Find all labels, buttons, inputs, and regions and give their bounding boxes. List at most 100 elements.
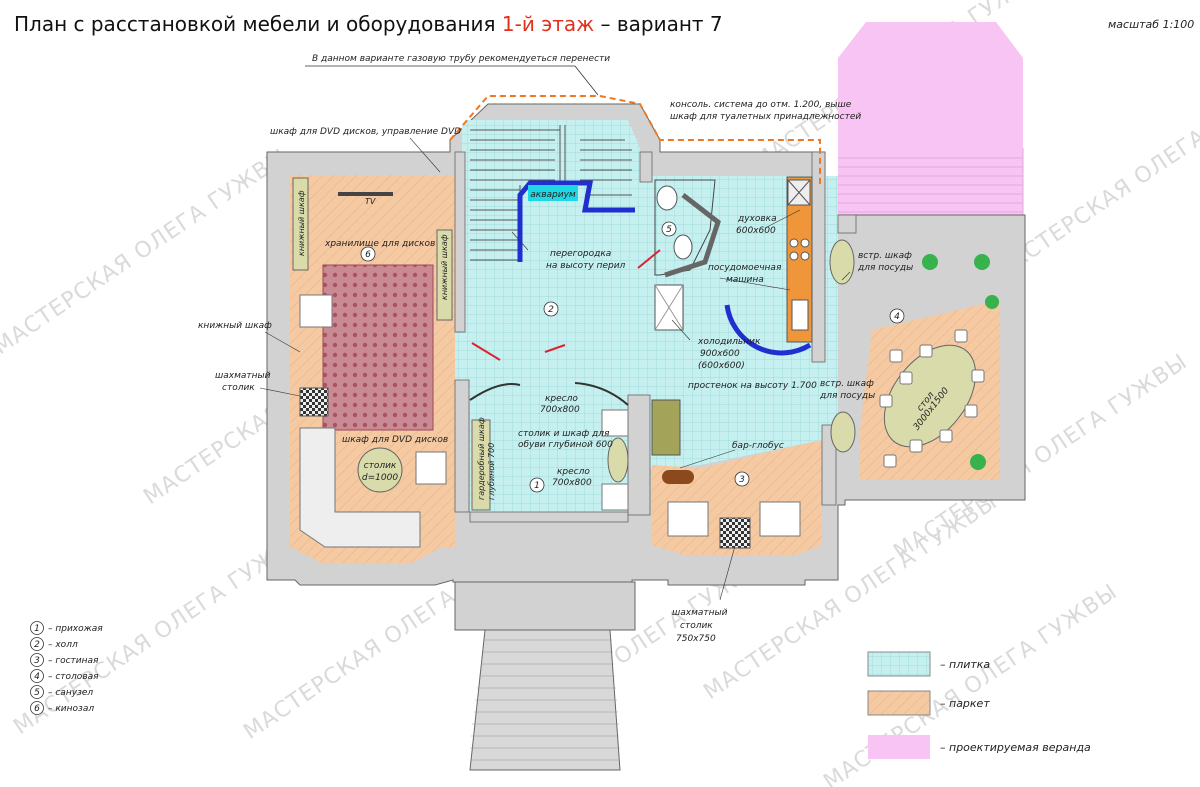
svg-text:аквариум: аквариум: [530, 190, 576, 200]
armchair-cinema: [299, 294, 333, 328]
chess-table-living: [719, 517, 751, 549]
bar-globe: [662, 470, 694, 484]
svg-text:консоль. система до отм. 1.200: консоль. система до отм. 1.200, выше: [670, 100, 852, 110]
svg-text:700x800: 700x800: [540, 405, 580, 415]
room-hall: [455, 120, 838, 512]
svg-text:d=1000: d=1000: [362, 473, 398, 483]
aquarium: [528, 185, 578, 201]
wardrobe: [471, 419, 491, 511]
svg-text:3: 3: [739, 475, 745, 485]
sofa: [299, 427, 421, 548]
svg-text:посудомоечная: посудомоечная: [708, 263, 782, 273]
tv-icon: [338, 192, 393, 196]
svg-text:обуви глубиной 600: обуви глубиной 600: [518, 440, 613, 450]
svg-text:4: 4: [894, 312, 900, 322]
svg-text:– холл: – холл: [48, 640, 78, 650]
svg-text:– гостиная: – гостиная: [48, 656, 99, 666]
svg-text:шкаф для DVD дисков: шкаф для DVD дисков: [342, 435, 448, 445]
svg-text:– паркет: – паркет: [940, 697, 990, 710]
svg-text:2: 2: [548, 305, 554, 315]
svg-text:бар-глобус: бар-глобус: [732, 441, 784, 451]
armchair-hall-1: [601, 409, 629, 437]
materials-legend: – плитка – паркет – проектируемая веранд…: [867, 651, 1091, 759]
svg-text:1: 1: [534, 481, 540, 491]
svg-text:700x800: 700x800: [552, 478, 592, 488]
legend-swatch-parquet: [867, 690, 931, 716]
svg-text:для посуды: для посуды: [857, 263, 913, 273]
svg-text:шахматный: шахматный: [215, 371, 271, 381]
sink-icon: [673, 234, 693, 260]
svg-text:– столовая: – столовая: [48, 672, 99, 682]
svg-text:книжный шкаф: книжный шкаф: [198, 321, 272, 331]
svg-text:– проектируемая веранда: – проектируемая веранда: [940, 741, 1091, 754]
svg-text:6: 6: [365, 250, 371, 260]
cabinet-top: [829, 239, 855, 285]
svg-text:столик: столик: [222, 383, 255, 393]
toilet-icon: [656, 185, 678, 211]
svg-text:5: 5: [34, 688, 40, 698]
svg-text:900x600: 900x600: [700, 349, 740, 359]
svg-text:5: 5: [666, 225, 672, 235]
svg-text:2: 2: [34, 640, 40, 650]
svg-text:встр. шкаф: встр. шкаф: [820, 379, 874, 389]
svg-text:книжный шкаф: книжный шкаф: [297, 190, 306, 256]
svg-text:TV: TV: [365, 197, 376, 206]
svg-text:глубиной 700: глубиной 700: [487, 443, 496, 500]
aquarium-partition: [517, 180, 635, 262]
bookcase-v: [292, 177, 309, 271]
dining-chairs: [879, 329, 985, 468]
armchair-living-2: [759, 501, 801, 537]
svg-text:– кинозал: – кинозал: [48, 704, 94, 714]
shoe-cabinet: [607, 437, 629, 483]
chess-table-cinema: [299, 387, 329, 417]
svg-text:столик: столик: [680, 621, 713, 631]
svg-text:– плитка: – плитка: [940, 658, 990, 671]
gas-pipe-route: [449, 95, 821, 185]
svg-text:кресло: кресло: [557, 467, 590, 477]
armchair-living-1: [667, 501, 709, 537]
legend-swatch-veranda: [868, 735, 930, 759]
svg-text:– санузел: – санузел: [48, 688, 93, 698]
kitchen-sink-icon: [791, 299, 809, 331]
rooms-legend: 1 2 3 4 5 6 – прихожая – холл – гостиная…: [30, 621, 103, 715]
svg-text:750x750: 750x750: [676, 634, 716, 644]
svg-text:кресло: кресло: [545, 394, 578, 404]
svg-text:600x600: 600x600: [736, 226, 776, 236]
svg-text:(600x600): (600x600): [698, 361, 745, 371]
svg-text:МАСТЕРСКАЯ ОЛЕГА ГУЖВЫ: МАСТЕРСКАЯ ОЛЕГА ГУЖВЫ: [819, 579, 1122, 787]
room-markers: [360, 221, 905, 493]
stove-icon: [789, 238, 810, 261]
svg-text:6: 6: [34, 704, 40, 714]
armchair-hall-2: [601, 483, 629, 511]
svg-text:встр. шкаф: встр. шкаф: [858, 251, 912, 261]
cabinet-bottom: [830, 411, 856, 453]
bookcase-h: [436, 229, 453, 321]
armchair-cinema-2: [415, 451, 447, 485]
svg-text:гардеробный шкаф: гардеробный шкаф: [477, 417, 486, 500]
svg-text:хранилище для дисков: хранилище для дисков: [324, 239, 435, 249]
porch: [454, 581, 636, 631]
rug: [322, 264, 434, 431]
svg-text:столик и шкаф для: столик и шкаф для: [518, 429, 610, 439]
veranda-area: [838, 22, 1023, 222]
svg-text:книжный шкаф: книжный шкаф: [440, 234, 449, 300]
scale-label: масштаб 1:100: [1108, 18, 1194, 31]
svg-text:4: 4: [34, 672, 40, 682]
round-table: [357, 447, 403, 493]
svg-text:машина: машина: [726, 275, 764, 285]
svg-text:столик: столик: [364, 461, 397, 471]
svg-text:перегородка: перегородка: [550, 249, 611, 259]
plant-icons: [922, 254, 999, 470]
svg-text:духовка: духовка: [737, 214, 777, 224]
svg-text:простенок на высоту 1.700: простенок на высоту 1.700: [688, 381, 817, 391]
legend-swatch-tile: [867, 651, 931, 677]
svg-text:– прихожая: – прихожая: [48, 624, 103, 634]
svg-text:на высоту перил: на высоту перил: [546, 261, 626, 271]
note-gas-pipe: В данном варианте газовую трубу рекоменд…: [312, 54, 610, 64]
svg-text:шахматный: шахматный: [672, 608, 728, 618]
svg-text:1: 1: [34, 624, 40, 634]
svg-text:для посуды: для посуды: [819, 391, 875, 401]
svg-text:3: 3: [34, 656, 40, 666]
svg-text:шкаф для DVD дисков, управлени: шкаф для DVD дисков, управление DVD: [270, 127, 461, 137]
